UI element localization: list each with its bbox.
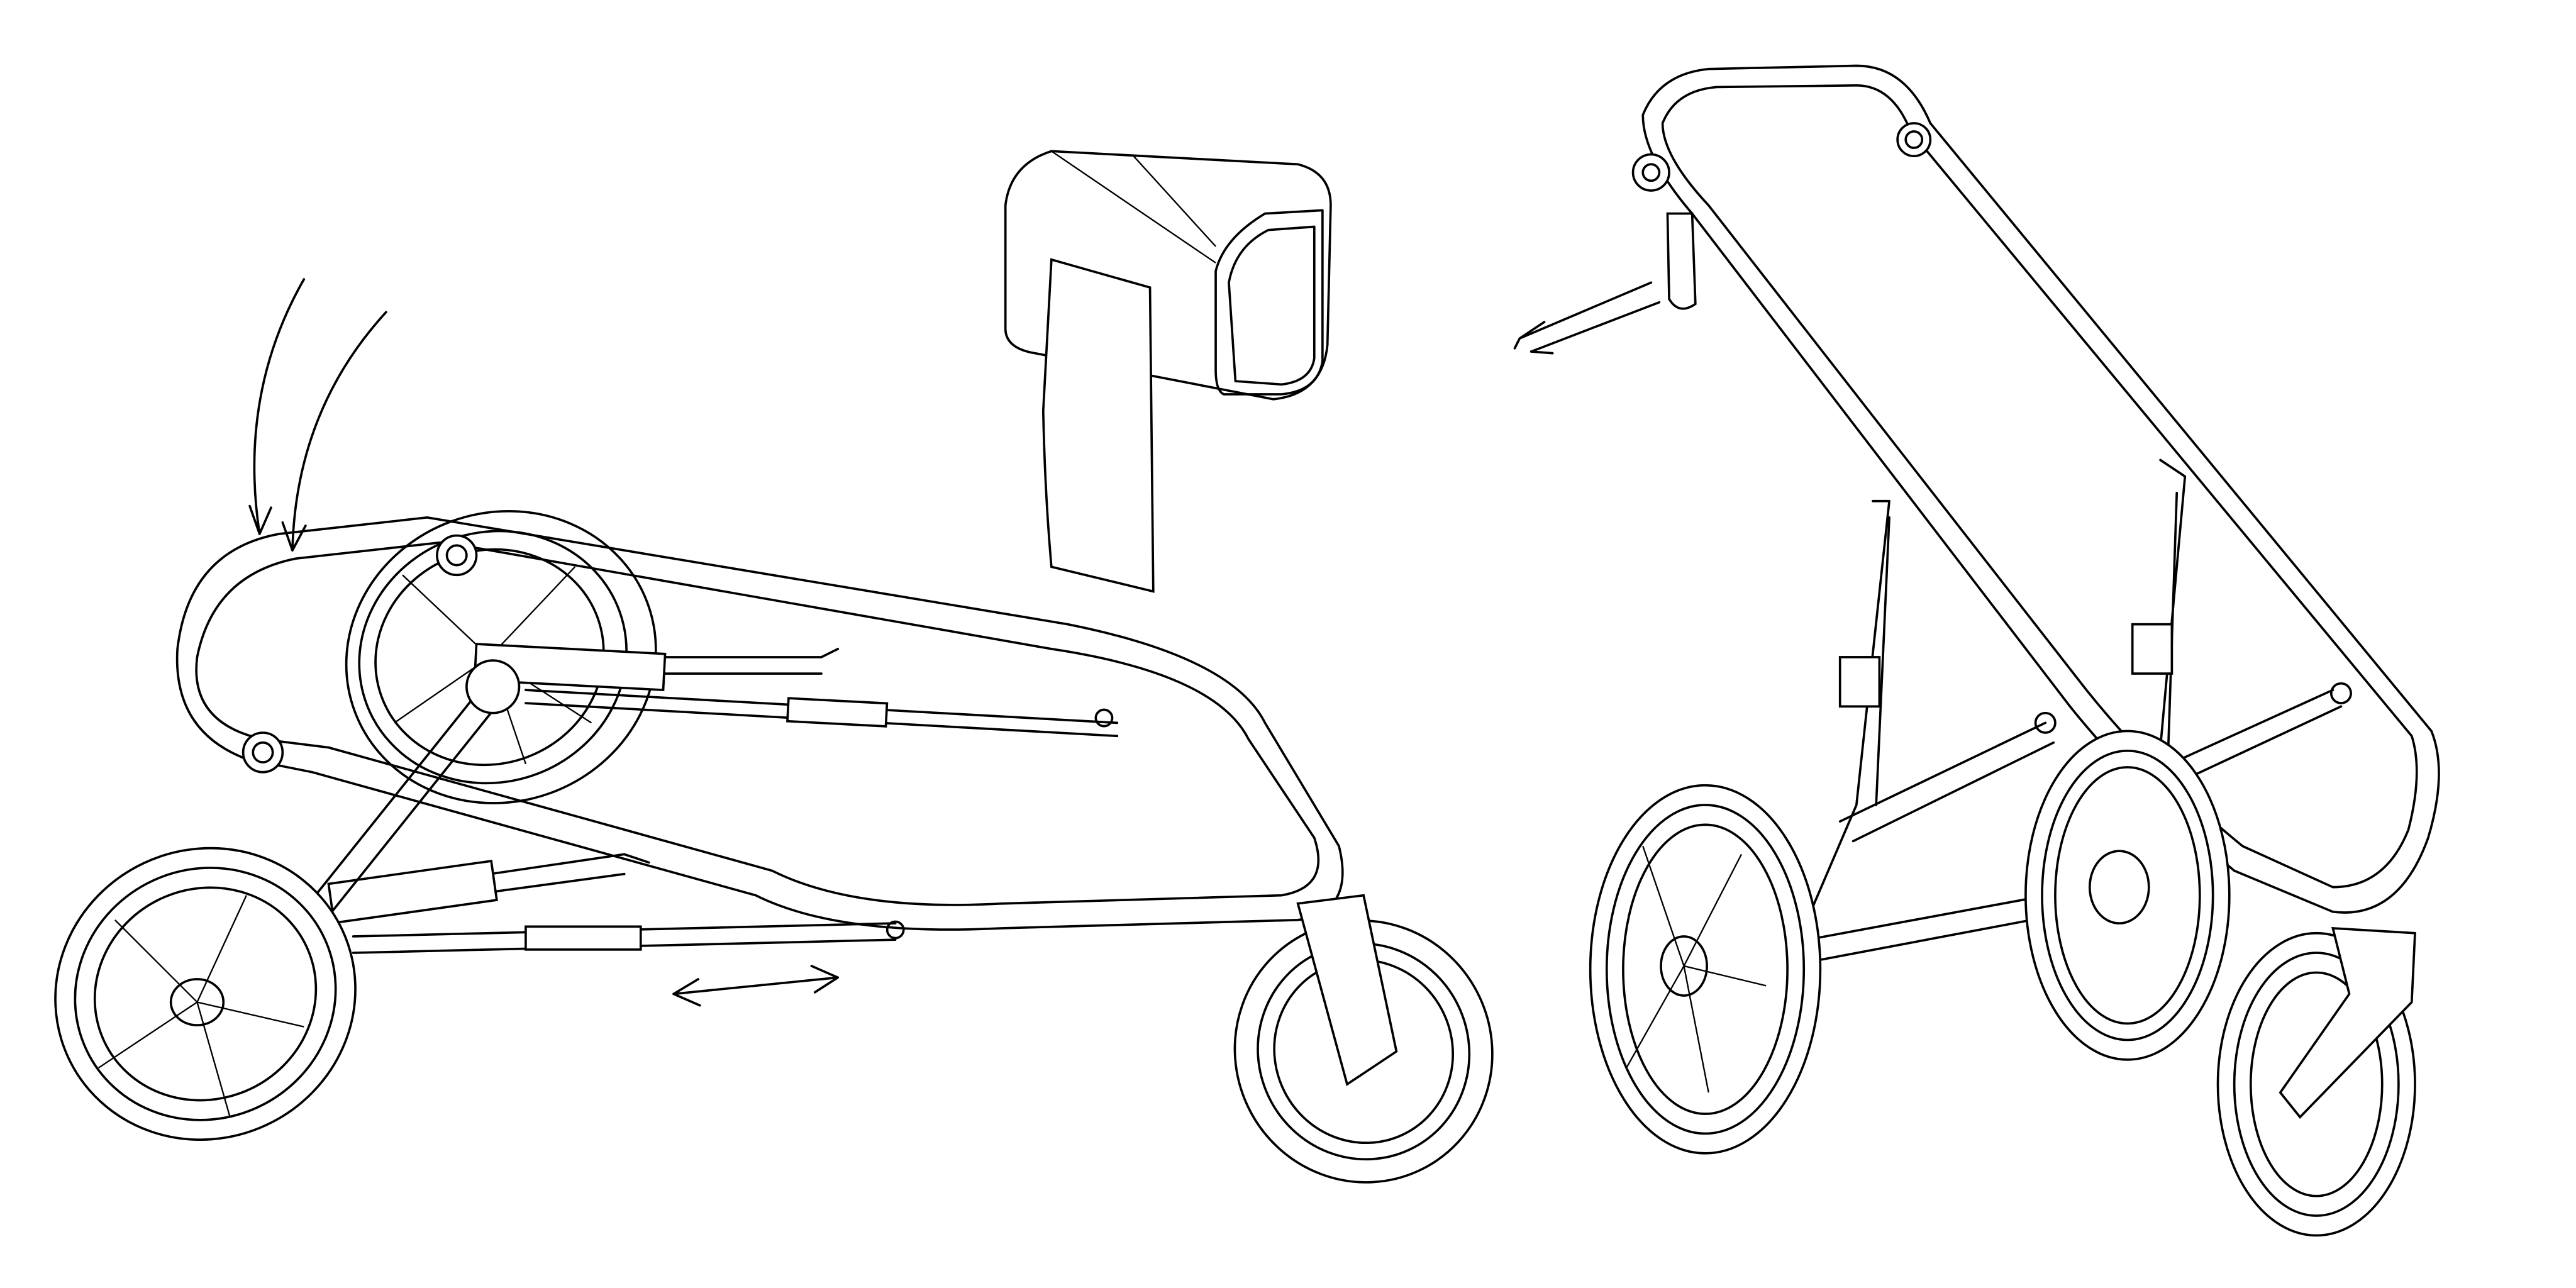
folded-stroller [54, 509, 1494, 1184]
left-arrow [1513, 281, 1661, 355]
strap-detail [1004, 150, 1332, 593]
curved-fold-arrow [248, 278, 387, 552]
rear-wheel-front-right [1589, 784, 1822, 1155]
front-wheel-right [2216, 926, 2416, 1237]
front-wheel [1233, 894, 1494, 1184]
rear-wheel-front [54, 847, 357, 1141]
unfolded-stroller [1589, 64, 2440, 1237]
double-arrow [672, 965, 840, 1007]
rear-wheel-back-right [2024, 730, 2231, 1061]
